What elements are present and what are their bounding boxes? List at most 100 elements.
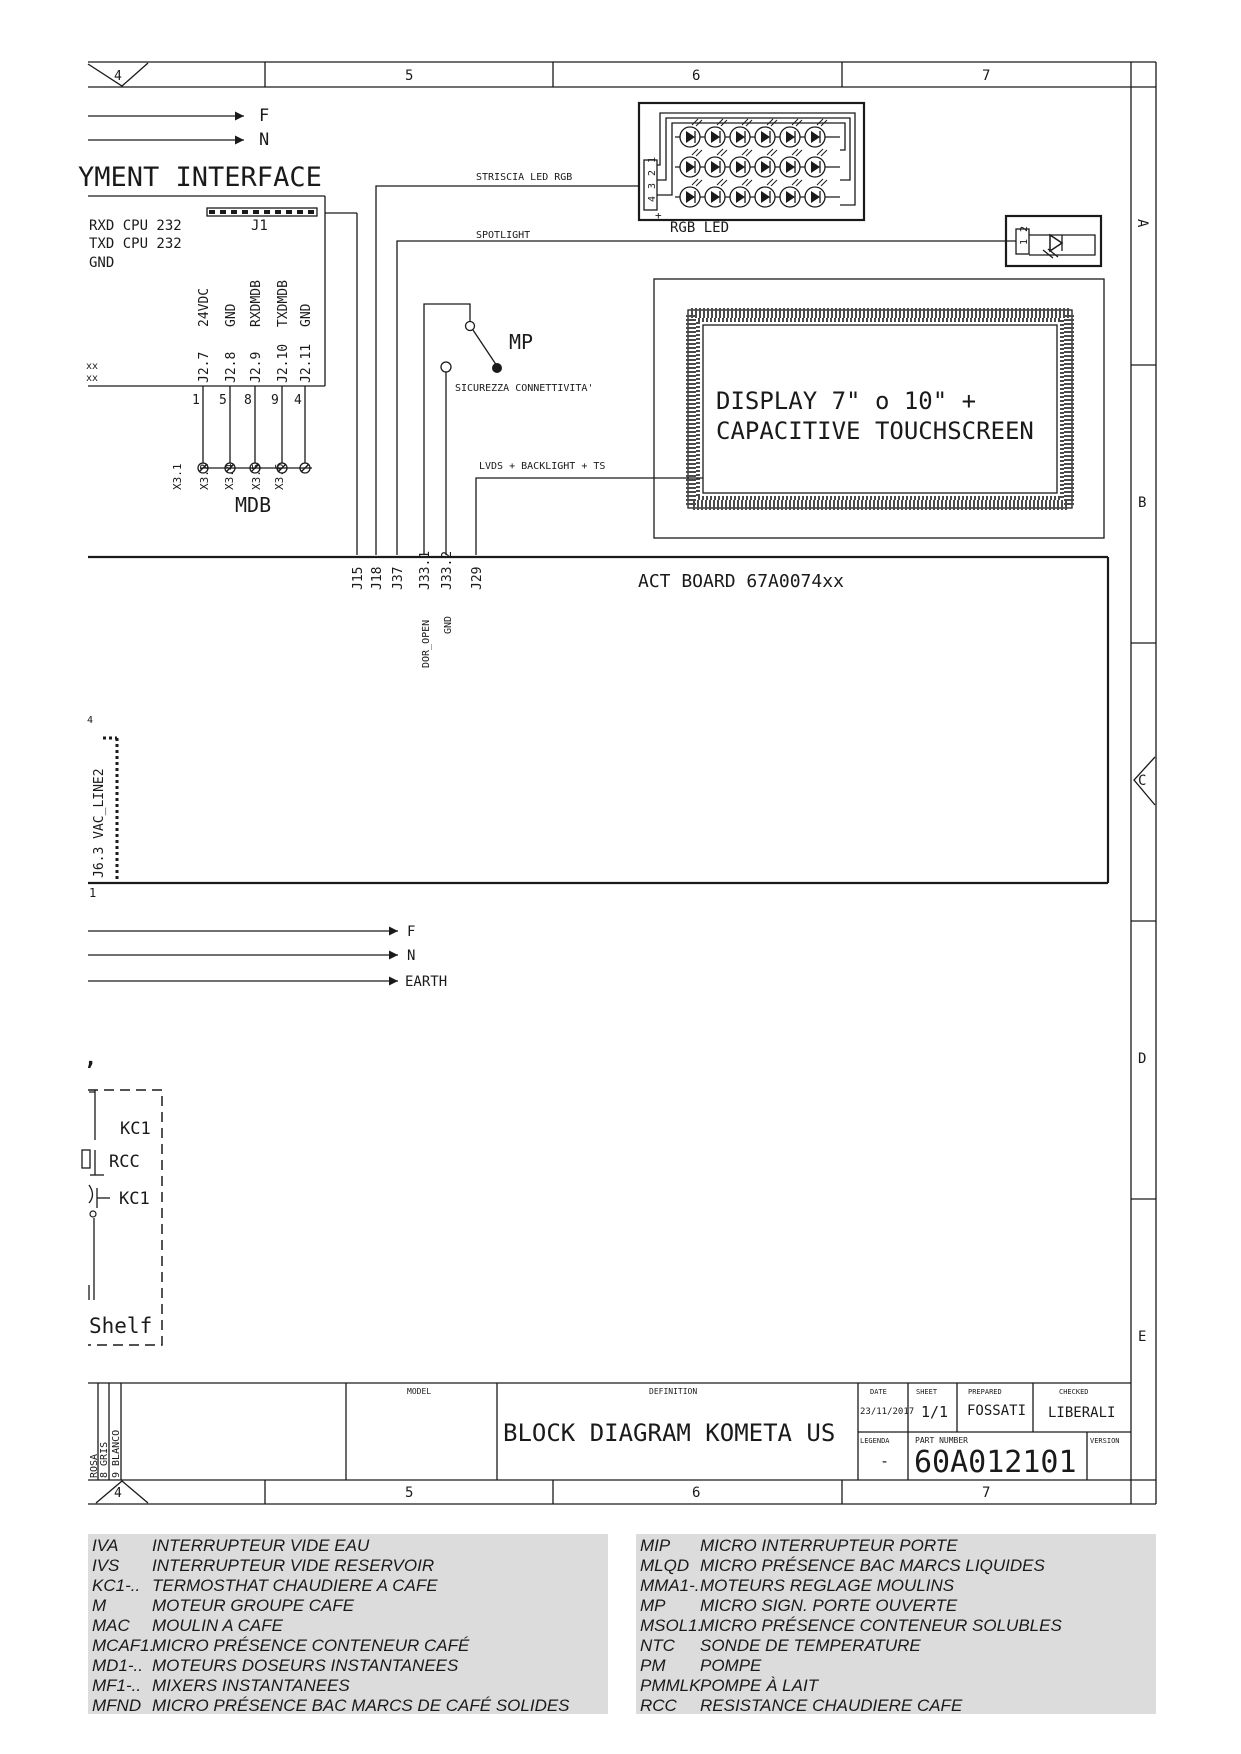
date-value: 23/11/2017 xyxy=(860,1407,914,1417)
legend-row: MFND MICRO PRÉSENCE BAC MARCS DE CAFÉ SOL… xyxy=(92,1696,604,1716)
legend-row: M MOTEUR GROUPE CAFE xyxy=(92,1596,604,1616)
mdb-signal-label: 24VDC xyxy=(197,288,212,327)
color-code-3: 9 BLANCO xyxy=(111,1430,122,1478)
mdb-wire-number: 9 xyxy=(271,393,279,408)
j1-pin xyxy=(253,210,259,214)
legend-code: MF1-.. xyxy=(92,1676,142,1695)
mdb-label: MDB xyxy=(235,493,271,517)
bottom-supply-earth: EARTH xyxy=(405,974,447,990)
sheet-row-labels: A B C D E xyxy=(1134,219,1150,1345)
col-bottom-5: 5 xyxy=(405,1485,413,1501)
rgb-led-wire-label: STRISCIA LED RGB xyxy=(476,172,572,183)
legend-description: MOTEUR GROUPE CAFE xyxy=(152,1596,355,1615)
legend-description: MICRO PRÉSENCE CONTENEUR CAFÉ xyxy=(152,1636,470,1655)
j1-pin xyxy=(264,210,270,214)
shelf-kc1-b: KC1 xyxy=(119,1189,150,1209)
mp-wire-label: SICUREZZA CONNETTIVITA' xyxy=(455,383,593,394)
legend-code: MCAF1. xyxy=(92,1636,155,1655)
act-left-connector: J6.3 VAC_LINE2 xyxy=(92,768,107,878)
legend-description: MICRO PRÉSENCE CONTENEUR SOLUBLES xyxy=(700,1616,1062,1635)
display-line-2: CAPACITIVE TOUCHSCREEN xyxy=(716,417,1034,445)
bottom-supply-n: N xyxy=(407,948,415,964)
act-sub-dor-open: DOR_OPEN xyxy=(421,620,432,668)
j1-pin xyxy=(220,210,226,214)
col-top-6: 6 xyxy=(692,68,700,84)
mdb-terminal-label: X3.5 xyxy=(250,464,263,491)
mdb-signal-label: TXDMDB xyxy=(276,280,291,327)
col-bottom-7: 7 xyxy=(982,1485,990,1501)
act-pin-top: 4 xyxy=(87,715,93,726)
act-connector-label: J29 xyxy=(470,567,485,590)
legend-description: MIXERS INSTANTANEES xyxy=(152,1676,350,1695)
rgb-pin-2: 2 xyxy=(647,170,658,176)
definition-label: DEFINITION xyxy=(649,1387,697,1396)
act-connector-label: J33.2 xyxy=(440,551,455,590)
legend-code: MFND xyxy=(92,1696,142,1715)
row-c: C xyxy=(1138,773,1146,789)
rgb-plus: + xyxy=(655,209,662,222)
act-connector-label: J18 xyxy=(370,567,385,590)
cut-label-1: xx xyxy=(86,361,98,372)
mdb-pin-label: J2.7 xyxy=(197,352,212,383)
legend-code: M xyxy=(92,1596,107,1615)
sheet-label: SHEET xyxy=(916,1388,938,1396)
mdb-signal-label: GND xyxy=(224,303,239,327)
mdb-terminal-label: X3.1 xyxy=(171,464,184,491)
spotlight-pin-1: 1 xyxy=(1019,239,1030,245)
shelf-title: Shelf xyxy=(89,1314,152,1338)
legend-row: MSOL1.MICRO PRÉSENCE CONTENEUR SOLUBLES xyxy=(640,1616,1152,1636)
part-number-label: PART NUMBER xyxy=(915,1436,968,1445)
legend-code: PMMLK xyxy=(640,1676,701,1695)
legend-description: POMPE À LAIT xyxy=(700,1676,819,1695)
j1-pin xyxy=(297,210,303,214)
rgb-pin-4: 4 xyxy=(647,196,658,202)
prepared-label: PREPARED xyxy=(968,1388,1002,1396)
mdb-wire-number: 4 xyxy=(294,393,302,408)
title-block: ROSA 8 GRIS 9 BLANCO MODEL DEFINITION BL… xyxy=(88,1382,1131,1480)
legenda-label: LEGENDA xyxy=(860,1437,890,1445)
spotlight-pin-2: 2 xyxy=(1019,226,1030,232)
spotlight-wire-label: SPOTLIGHT xyxy=(476,230,530,241)
prepared-value: FOSSATI xyxy=(967,1403,1026,1419)
legend-description: INTERRUPTEUR VIDE RESERVOIR xyxy=(152,1556,435,1575)
legend-description: MICRO PRÉSENCE BAC MARCS DE CAFÉ SOLIDES xyxy=(152,1696,570,1715)
mdb-wire-number: 8 xyxy=(244,393,252,408)
legend-description: MICRO PRÉSENCE BAC MARCS LIQUIDES xyxy=(700,1556,1045,1575)
legend-code: KC1-.. xyxy=(92,1576,141,1595)
definition-value: BLOCK DIAGRAM KOMETA US xyxy=(503,1419,835,1447)
mdb-pin-label: J2.9 xyxy=(249,352,264,383)
col-top-7: 7 xyxy=(982,68,990,84)
legend-description: MICRO INTERRUPTEUR PORTE xyxy=(700,1536,958,1555)
col-top-4: 4 xyxy=(114,69,122,84)
signal-rxd: RXD CPU 232 xyxy=(89,218,182,234)
row-d: D xyxy=(1138,1051,1146,1067)
act-board-title: ACT BOARD 67A0074xx xyxy=(638,571,844,592)
legend-code: MMA1-. xyxy=(640,1576,700,1595)
version-label: VERSION xyxy=(1090,1437,1120,1445)
act-connector-label: J33.1 xyxy=(418,551,433,590)
cut-label-2: xx xyxy=(86,373,98,384)
checked-label: CHECKED xyxy=(1059,1388,1089,1396)
rgb-pin-3: 3 xyxy=(647,183,658,189)
top-supply-n: N xyxy=(259,130,269,150)
payment-interface-block: YMENT INTERFACE J1 RXD CPU 232 TXD CPU 2… xyxy=(78,162,358,555)
mp-label: MP xyxy=(509,330,533,354)
legend-description: MOTEURS DOSEURS INSTANTANEES xyxy=(152,1656,459,1675)
j1-pin xyxy=(231,210,237,214)
date-label: DATE xyxy=(870,1388,887,1396)
legenda-value: - xyxy=(880,1452,889,1470)
legend-code: MP xyxy=(640,1596,666,1615)
legend-description: SONDE DE TEMPERATURE xyxy=(700,1636,921,1655)
shelf-kc1-a: KC1 xyxy=(120,1119,151,1139)
row-a: A xyxy=(1134,219,1150,228)
svg-text:,: , xyxy=(84,1046,97,1071)
payment-interface-title: YMENT INTERFACE xyxy=(78,162,322,193)
mdb-terminal-label: X3.6 xyxy=(273,464,286,491)
legend-description: MICRO SIGN. PORTE OUVERTE xyxy=(700,1596,958,1615)
